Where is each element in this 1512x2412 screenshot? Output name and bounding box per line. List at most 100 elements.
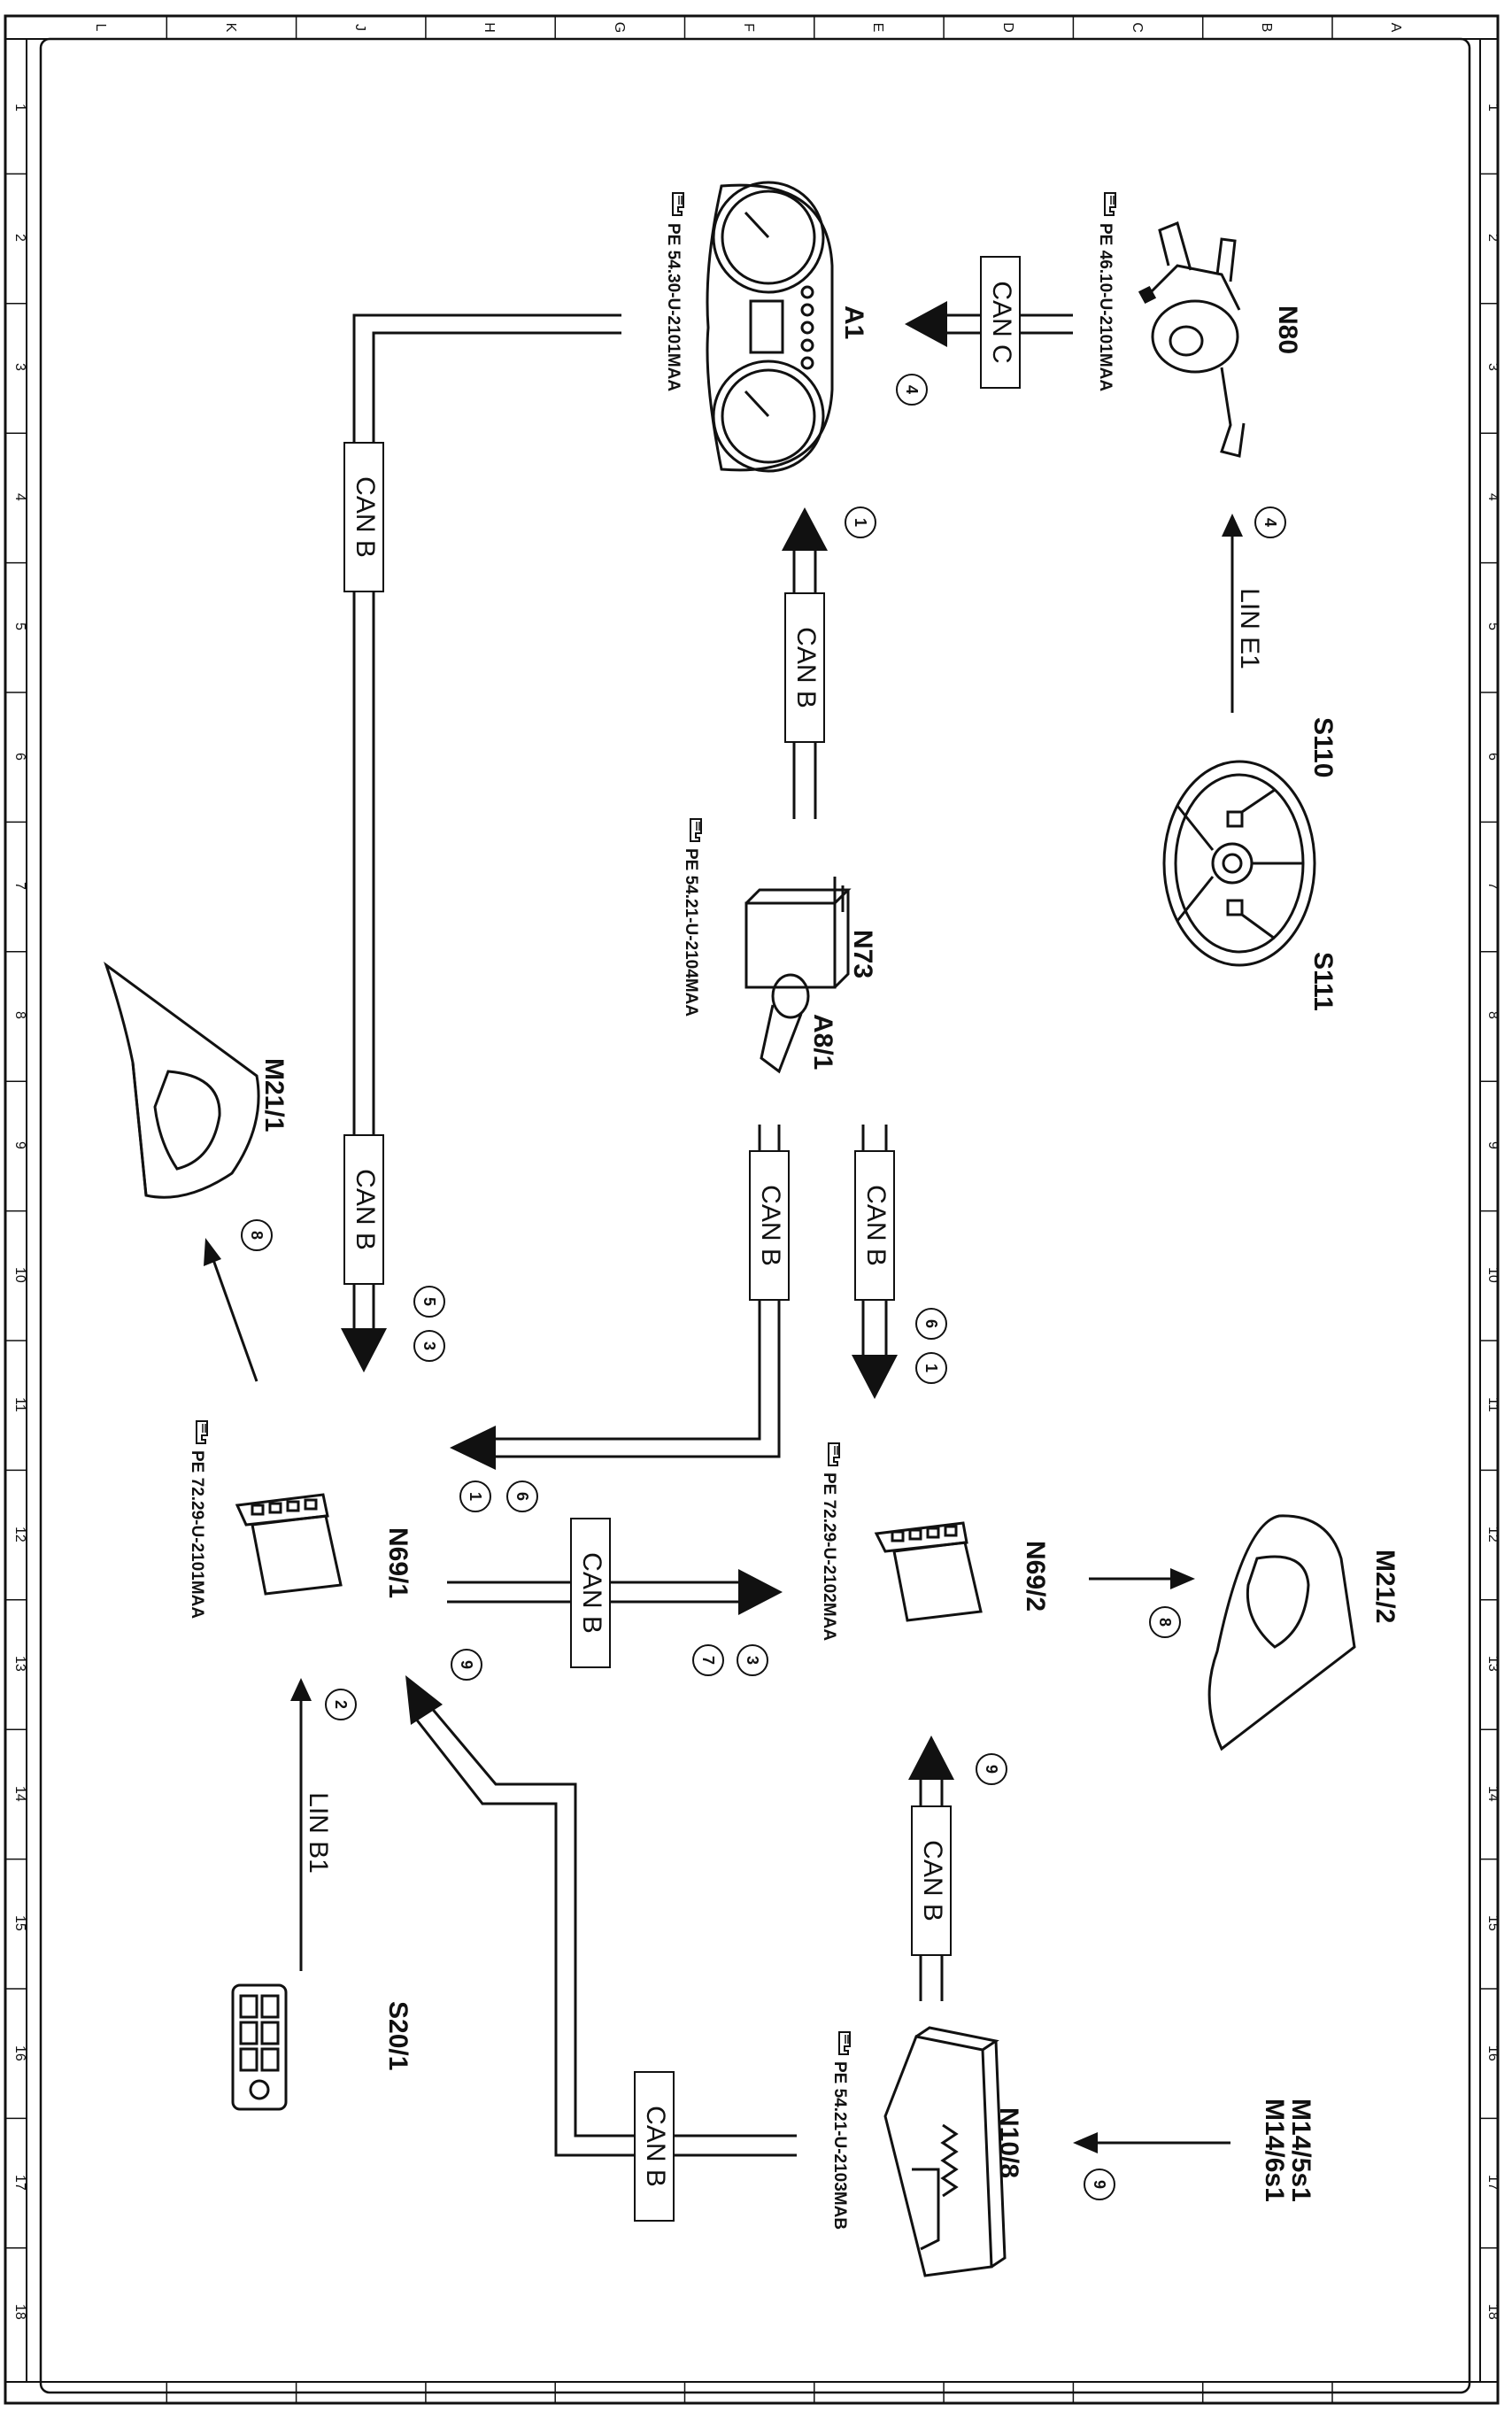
- m21-2-label: M21/2: [1370, 1550, 1400, 1623]
- step-1-n69-2: 1: [922, 1364, 940, 1372]
- step-4-a1: 4: [903, 385, 921, 394]
- grid-row-1-left: 1: [12, 104, 27, 112]
- grid-row-6-left: 6: [12, 753, 27, 761]
- arrow-can-b-to-n69-1: [450, 1426, 496, 1470]
- pointer-icon: [1104, 192, 1116, 216]
- can-b-line-n10-8-n69-1: [423, 1699, 797, 2138]
- arrow-can-c-to-a1: [905, 301, 947, 347]
- s111-button-icon: [1226, 899, 1244, 916]
- step-marker: [915, 1308, 947, 1340]
- grid-col-B: B: [1259, 23, 1274, 33]
- n69-1-to-m21-1-line: [211, 1256, 258, 1382]
- grid-column-letters: L K J H G F E D C B A: [93, 22, 1403, 33]
- grid-row-10-left: 10: [12, 1267, 27, 1283]
- grid-row-6-right: 6: [1485, 753, 1500, 761]
- grid-col-L: L: [93, 24, 108, 32]
- grid-col-E: E: [870, 23, 885, 33]
- step-3-n69-2: 3: [744, 1656, 761, 1665]
- grid-row-5-left: 5: [12, 622, 27, 630]
- n69-2-door-module-icon: [874, 1521, 983, 1622]
- m14-6s1-label: M14/6s1: [1260, 2099, 1289, 2202]
- step-marker: [692, 1644, 724, 1676]
- s110-button-icon: [1226, 810, 1244, 828]
- can-b-label-box: [634, 2071, 675, 2222]
- a1-reference: PE 54.30-U-2101MAA: [664, 223, 683, 391]
- step-3-top: 3: [420, 1341, 438, 1350]
- step-marker: [413, 1286, 445, 1318]
- can-b-label-box: [343, 1134, 384, 1285]
- can-b-label: CAN B: [351, 1169, 380, 1250]
- can-b-label-box: [749, 1150, 790, 1301]
- step-marker: [451, 1649, 482, 1681]
- grid-row-12-left: 12: [12, 1527, 27, 1542]
- step-9-n69-1: 9: [458, 1660, 475, 1669]
- can-b-line-n73-n69-1: [496, 1125, 761, 1441]
- can-b-label-box: [854, 1150, 895, 1301]
- can-b-label: CAN B: [861, 1185, 891, 1266]
- grid-row-9-right: 9: [1485, 1141, 1500, 1149]
- pointer-icon: [690, 818, 702, 842]
- m21-1-mirror-icon: [104, 961, 260, 1199]
- grid-row-15-left: 15: [12, 1915, 27, 1931]
- can-b-label: CAN B: [756, 1185, 785, 1266]
- n80-label: N80: [1273, 305, 1302, 354]
- step-6-n69-2: 6: [922, 1319, 940, 1328]
- can-b-line-a1: [352, 313, 621, 1328]
- arrow-n69-2-to-m21-2: [1170, 1568, 1195, 1589]
- grid-row-17-right: 17: [1485, 2175, 1500, 2191]
- grid-row-5-right: 5: [1485, 622, 1500, 630]
- grid-row-11-left: 11: [12, 1397, 27, 1412]
- bus-labels: CAN C CAN B CAN B CAN B CAN B CAN B CAN …: [304, 256, 1264, 2222]
- n73-label: N73: [848, 930, 877, 978]
- arrow-can-b-n10-8-to-n69-2: [908, 1736, 954, 1780]
- step-marker: [506, 1480, 538, 1512]
- step-marker: [845, 506, 876, 538]
- step-8-m21-2: 8: [1156, 1618, 1174, 1627]
- n73-reference: PE 54.21-U-2104MAA: [682, 848, 700, 1017]
- n69-1-door-module-icon: [235, 1493, 343, 1596]
- step-marker: [325, 1689, 357, 1720]
- n73-ignition-switch-icon: [744, 877, 852, 1074]
- grid-col-D: D: [1000, 22, 1015, 33]
- can-b-line-n10-8-n69-1: [410, 1712, 797, 2157]
- can-b-label: CAN B: [791, 627, 821, 708]
- step-marker: [413, 1330, 445, 1362]
- grid-row-9-left: 9: [12, 1141, 27, 1149]
- grid-row-18-right: 18: [1485, 2304, 1500, 2320]
- n80-steering-switch-icon: [1138, 220, 1246, 458]
- step-markers: [241, 374, 1286, 2200]
- sheet-border: [4, 14, 1500, 2405]
- can-b-label-box: [570, 1518, 611, 1668]
- step-marker: [459, 1480, 491, 1512]
- step-7: 7: [699, 1656, 717, 1665]
- grid-row-8-left: 8: [12, 1011, 27, 1019]
- grid-row-15-right: 15: [1485, 1915, 1500, 1931]
- grid-col-F: F: [741, 23, 756, 32]
- arrow-m14-to-n10-8: [1073, 2132, 1098, 2153]
- m21-2-mirror-icon: [1207, 1514, 1356, 1751]
- grid-row-17-left: 17: [12, 2175, 27, 2191]
- n69-1-label: N69/1: [383, 1527, 413, 1598]
- step-9-n10-8: 9: [1091, 2180, 1108, 2189]
- grid-col-K: K: [223, 23, 238, 33]
- grid-row-11-right: 11: [1485, 1397, 1500, 1412]
- lin-b1-label: LIN B1: [304, 1792, 333, 1874]
- step-marker: [241, 1219, 273, 1251]
- s20-1-switch-block-icon: [231, 1983, 288, 2111]
- n69-2-label: N69/2: [1021, 1541, 1050, 1612]
- grid-row-4-right: 4: [1485, 493, 1500, 501]
- grid-row-7-right: 7: [1485, 882, 1500, 890]
- step-marker: [896, 374, 928, 406]
- step-5: 5: [420, 1297, 438, 1306]
- m14-5s1-label: M14/5s1: [1286, 2099, 1315, 2202]
- arrow-lin-e1: [1222, 514, 1243, 537]
- arrow-lin-b1: [290, 1678, 312, 1701]
- arrow-can-b-to-n69-1-top: [341, 1328, 387, 1372]
- step-marker: [1254, 506, 1286, 538]
- s111-label: S111: [1308, 952, 1338, 1011]
- step-1-a1: 1: [852, 518, 869, 527]
- grid-col-A: A: [1388, 23, 1403, 33]
- n10-8-sam-module-icon: [883, 2026, 1007, 2277]
- step-marker: [737, 1644, 768, 1676]
- can-b-label: CAN B: [577, 1552, 606, 1634]
